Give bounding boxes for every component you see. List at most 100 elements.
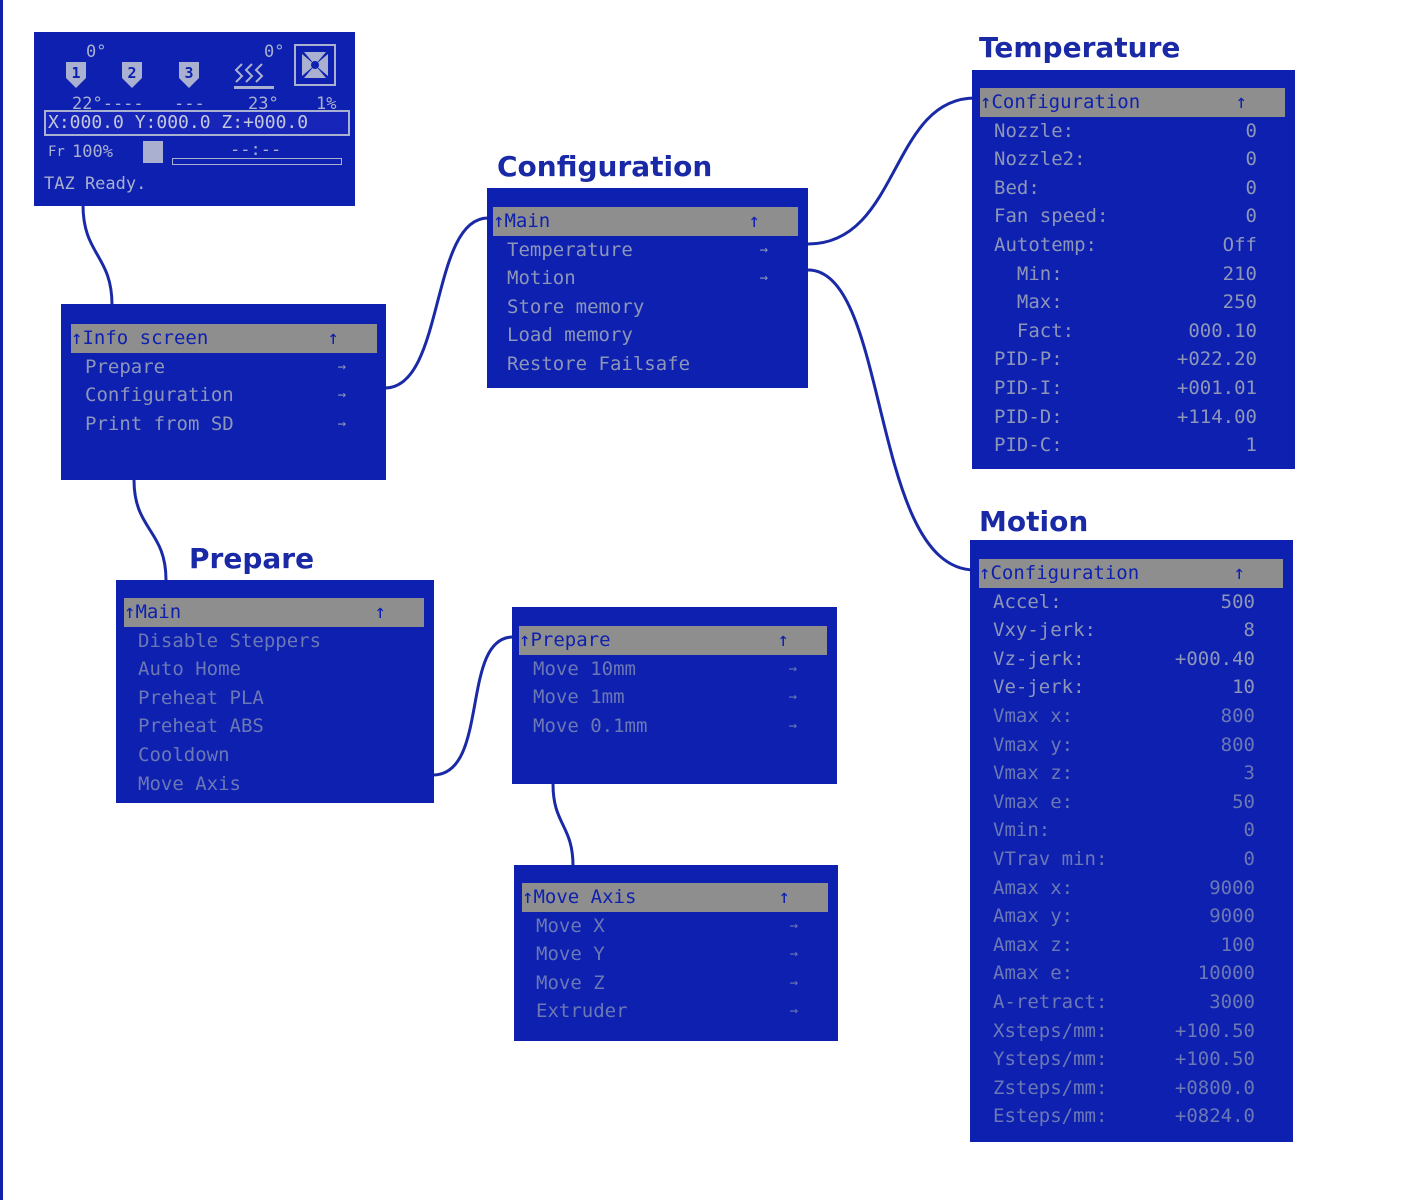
- connector-main-to-prepare: [132, 479, 168, 581]
- menu-item-move-x[interactable]: Move X→: [522, 912, 838, 941]
- menu-item-move-1mm[interactable]: Move 1mm→: [519, 683, 837, 712]
- heated-bed-icon: [234, 63, 274, 89]
- setting-label: Autotemp:: [994, 233, 1097, 256]
- motion-setting-a-retract[interactable]: A-retract:3000: [979, 988, 1293, 1017]
- temperature-setting-autotemp[interactable]: Autotemp:Off: [980, 231, 1295, 260]
- menu-item-cooldown[interactable]: Cooldown: [138, 743, 230, 766]
- submenu-arrow-icon: →: [337, 387, 346, 404]
- motion-setting-accel[interactable]: Accel:500: [979, 588, 1293, 617]
- temperature-setting-pid-d[interactable]: PID-D:+114.00: [980, 403, 1295, 432]
- setting-value: 0: [1245, 176, 1257, 199]
- menu-item-motion[interactable]: Motion→: [493, 264, 808, 293]
- extruder-temp-top: 0°: [86, 42, 107, 62]
- temperature-setting-pid-p[interactable]: PID-P:+022.20: [980, 345, 1295, 374]
- motion-setting-xsteps-mm[interactable]: Xsteps/mm:+100.50: [979, 1017, 1293, 1046]
- menu-item-load-memory[interactable]: Load memory: [507, 324, 633, 347]
- temperature-setting-pid-i[interactable]: PID-I:+001.01: [980, 374, 1295, 403]
- motion-setting-vz-jerk[interactable]: Vz-jerk:+000.40: [979, 645, 1293, 674]
- motion-setting-ysteps-mm[interactable]: Ysteps/mm:+100.50: [979, 1045, 1293, 1074]
- menu-back-configuration[interactable]: ↑Configuration ↑: [979, 559, 1283, 588]
- menu-item-move-0-1mm[interactable]: Move 0.1mm→: [519, 712, 837, 741]
- motion-setting-amax-x[interactable]: Amax x:9000: [979, 874, 1293, 903]
- menu-item-restore-failsafe[interactable]: Restore Failsafe: [507, 352, 691, 375]
- heading-temperature: Temperature: [979, 31, 1181, 64]
- menu-item-move-10mm[interactable]: Move 10mm→: [519, 655, 837, 684]
- setting-value: 000.10: [1188, 319, 1257, 342]
- submenu-arrow-icon: →: [788, 660, 797, 677]
- menu-back-prepare[interactable]: ↑Prepare ↑: [519, 626, 827, 655]
- menu-back-move-axis[interactable]: ↑Move Axis ↑: [522, 883, 828, 912]
- temperature-setting-nozzle2[interactable]: Nozzle2:0: [980, 145, 1295, 174]
- motion-setting-amax-y[interactable]: Amax y:9000: [979, 902, 1293, 931]
- back-arrow-icon: ↑: [778, 886, 790, 908]
- temperature-setting-bed[interactable]: Bed:0: [980, 174, 1295, 203]
- motion-setting-vmin[interactable]: Vmin:0: [979, 816, 1293, 845]
- menu-item-auto-home[interactable]: Auto Home: [138, 658, 241, 681]
- temperature-setting-fact[interactable]: Fact: 000.10: [980, 317, 1295, 346]
- heading-prepare: Prepare: [189, 542, 315, 575]
- menu-back-label: ↑Info screen: [71, 327, 209, 349]
- motion-setting-vxy-jerk[interactable]: Vxy-jerk:8: [979, 616, 1293, 645]
- setting-label: PID-I:: [994, 376, 1063, 399]
- menu-item-temperature[interactable]: Temperature→: [493, 236, 808, 265]
- menu-item-extruder[interactable]: Extruder→: [522, 997, 838, 1026]
- temperature-setting-nozzle[interactable]: Nozzle:0: [980, 117, 1295, 146]
- menu-item-disable-steppers[interactable]: Disable Steppers: [138, 629, 322, 652]
- extruder-1-icon: [66, 62, 86, 88]
- fan-speed: 1%: [316, 94, 337, 114]
- configuration-menu-panel: ↑Main ↑ Temperature→ Motion→ Store memor…: [487, 188, 808, 388]
- menu-item-move-axis[interactable]: Move Axis: [138, 772, 241, 795]
- setting-value: +000.40: [1174, 647, 1255, 670]
- menu-item-print-from-sd[interactable]: Print from SD→: [71, 410, 386, 439]
- setting-label: Vmax e:: [993, 790, 1074, 813]
- menu-item-move-y[interactable]: Move Y→: [522, 940, 838, 969]
- motion-setting-ve-jerk[interactable]: Ve-jerk:10: [979, 673, 1293, 702]
- menu-back-main[interactable]: ↑Main ↑: [124, 598, 424, 627]
- menu-item-preheat-abs[interactable]: Preheat ABS: [138, 715, 264, 738]
- submenu-arrow-icon: →: [337, 415, 346, 432]
- motion-setting-vtrav-min[interactable]: VTrav min:0: [979, 845, 1293, 874]
- motion-setting-vmax-z[interactable]: Vmax z:3: [979, 759, 1293, 788]
- menu-item-configuration[interactable]: Configuration→: [71, 381, 386, 410]
- motion-setting-vmax-y[interactable]: Vmax y:800: [979, 731, 1293, 760]
- print-time: --:--: [230, 140, 282, 160]
- setting-label: Amax e:: [993, 962, 1074, 985]
- setting-value: +100.50: [1174, 1048, 1255, 1071]
- heading-motion: Motion: [979, 505, 1089, 538]
- feedrate-value: 100%: [72, 142, 113, 162]
- menu-back-configuration[interactable]: ↑Configuration ↑: [980, 88, 1285, 117]
- motion-setting-zsteps-mm[interactable]: Zsteps/mm:+0800.0: [979, 1074, 1293, 1103]
- menu-item-move-z[interactable]: Move Z→: [522, 969, 838, 998]
- menu-item-store-memory[interactable]: Store memory: [507, 295, 645, 318]
- setting-label: Fact:: [994, 319, 1075, 342]
- temperature-setting-fan-speed[interactable]: Fan speed:0: [980, 202, 1295, 231]
- setting-label: Vmin:: [993, 819, 1051, 842]
- setting-value: +114.00: [1176, 405, 1257, 428]
- menu-back-main[interactable]: ↑Main ↑: [493, 207, 798, 236]
- page-left-border: [0, 0, 3, 1200]
- motion-setting-amax-e[interactable]: Amax e: 10000: [979, 959, 1293, 988]
- menu-item-preheat-pla[interactable]: Preheat PLA: [138, 686, 264, 709]
- extruder-3-label: 3: [184, 64, 193, 82]
- motion-setting-vmax-x[interactable]: Vmax x:800: [979, 702, 1293, 731]
- fan-icon: [294, 44, 336, 86]
- motion-setting-amax-z[interactable]: Amax z:100: [979, 931, 1293, 960]
- connector-prepare-to-move: [432, 635, 514, 777]
- setting-label: Fan speed:: [994, 205, 1109, 228]
- menu-back-label: ↑Configuration: [980, 91, 1141, 113]
- setting-value: +0824.0: [1174, 1105, 1255, 1128]
- menu-back-info-screen[interactable]: ↑Info screen ↑: [71, 324, 377, 353]
- menu-item-prepare[interactable]: Prepare→: [71, 353, 386, 382]
- setting-value: 3000: [1209, 990, 1255, 1013]
- temperature-setting-pid-c[interactable]: PID-C:1: [980, 431, 1295, 460]
- temperature-setting-max[interactable]: Max:250: [980, 288, 1295, 317]
- temperature-setting-min[interactable]: Min:210: [980, 260, 1295, 289]
- motion-setting-esteps-mm[interactable]: Esteps/mm:+0824.0: [979, 1102, 1293, 1131]
- setting-value: 10000: [1197, 962, 1255, 985]
- motion-setting-vmax-e[interactable]: Vmax e:50: [979, 788, 1293, 817]
- extruder-icons: 1 2 3: [66, 62, 199, 88]
- setting-label: Accel:: [993, 590, 1062, 613]
- submenu-arrow-icon: →: [337, 358, 346, 375]
- info-screen-panel[interactable]: 0° 0° 1 2 3 22°---- --- 23° 1: [34, 32, 355, 206]
- print-progress-bar: [172, 158, 342, 165]
